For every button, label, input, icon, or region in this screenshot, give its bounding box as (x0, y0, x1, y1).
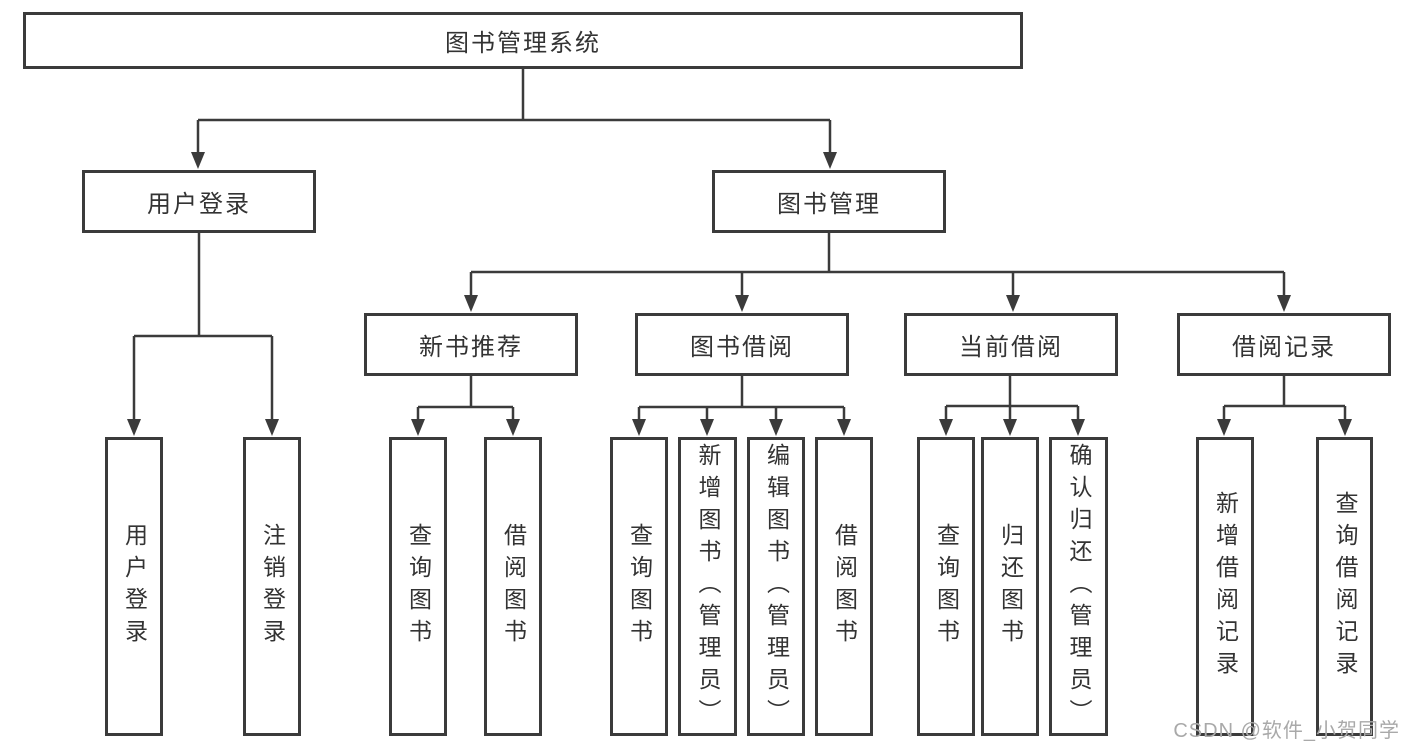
leaf-add-borrow-record: 新增借阅记录 (1196, 437, 1254, 736)
leaf-return-books: 归还图书 (981, 437, 1039, 736)
leaf-query-books-recommend: 查询图书 (389, 437, 447, 736)
csdn-watermark: CSDN @软件_小贺同学 (1173, 720, 1400, 742)
leaf-label: 确认归还（管理员） (1066, 442, 1092, 731)
node-book-management-branch: 图书管理 (712, 170, 946, 233)
leaf-query-books-current: 查询图书 (917, 437, 975, 736)
node-label: 图书管理 (777, 191, 881, 218)
connector-paths (132, 68, 1347, 424)
leaf-borrow-books-recommend: 借阅图书 (484, 437, 542, 736)
leaf-label: 查询借阅记录 (1332, 490, 1358, 683)
node-root-library-system: 图书管理系统 (23, 12, 1023, 69)
leaf-label: 新增图书（管理员） (695, 442, 721, 731)
arrowhead-icons (127, 152, 1352, 436)
leaf-label: 注销登录 (259, 522, 286, 651)
leaf-user-login: 用户登录 (105, 437, 163, 736)
node-book-borrowing: 图书借阅 (635, 313, 849, 376)
node-current-borrowing: 当前借阅 (904, 313, 1118, 376)
node-borrowing-records: 借阅记录 (1177, 313, 1391, 376)
leaf-confirm-return-admin: 确认归还（管理员） (1049, 437, 1108, 736)
leaf-edit-books-admin: 编辑图书（管理员） (747, 437, 805, 736)
node-new-book-recommend: 新书推荐 (364, 313, 578, 376)
leaf-logout: 注销登录 (243, 437, 301, 736)
leaf-label: 归还图书 (997, 522, 1024, 651)
leaf-query-borrow-record: 查询借阅记录 (1316, 437, 1373, 736)
leaf-label: 查询图书 (626, 522, 653, 651)
node-label: 用户登录 (147, 191, 251, 218)
leaf-label: 用户登录 (121, 522, 148, 651)
leaf-label: 查询图书 (405, 522, 432, 651)
leaf-label: 编辑图书（管理员） (763, 442, 790, 731)
node-label: 新书推荐 (419, 334, 523, 361)
leaf-label: 借阅图书 (500, 522, 527, 651)
leaf-query-books-borrowing: 查询图书 (610, 437, 668, 736)
leaf-add-books-admin: 新增图书（管理员） (678, 437, 737, 736)
node-label: 图书借阅 (690, 334, 794, 361)
leaf-label: 借阅图书 (831, 522, 858, 651)
node-label: 借阅记录 (1232, 334, 1336, 361)
node-user-login-branch: 用户登录 (82, 170, 316, 233)
leaf-label: 查询图书 (933, 522, 960, 651)
node-root-label: 图书管理系统 (445, 30, 601, 57)
leaf-label: 新增借阅记录 (1212, 490, 1239, 683)
leaf-borrow-books: 借阅图书 (815, 437, 873, 736)
node-label: 当前借阅 (959, 334, 1063, 361)
